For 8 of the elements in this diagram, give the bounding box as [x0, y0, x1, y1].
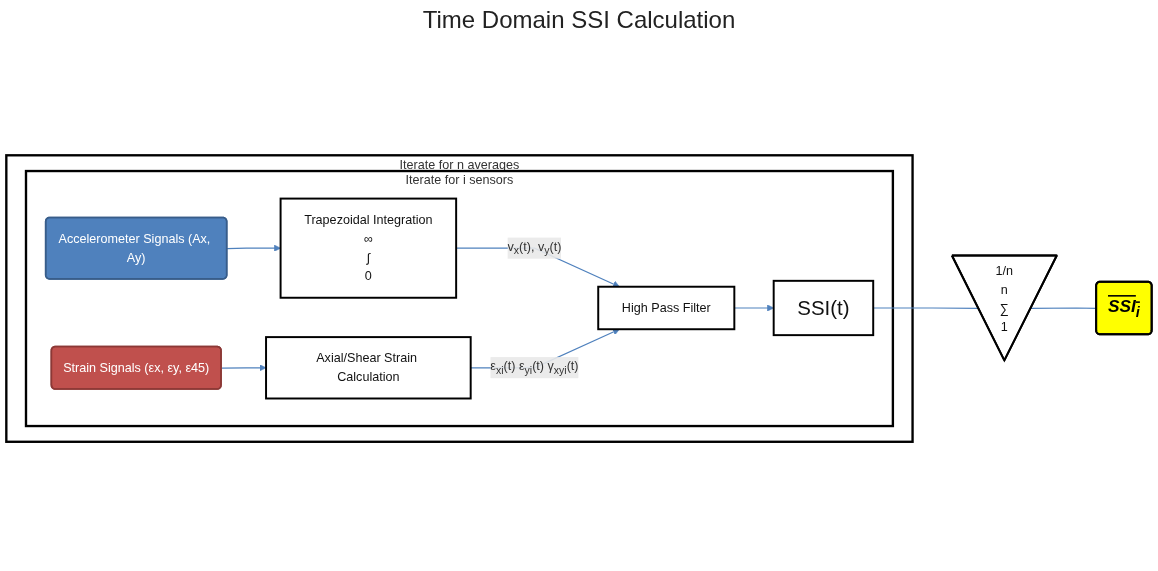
- node-box: High Pass Filter: [597, 285, 736, 331]
- diagram-title: Time Domain SSI Calculation: [421, 6, 737, 34]
- edge-label: ε$_{xi}$(t) ε$_{yi}$(t) γ$_{xyi}$(t): [490, 359, 579, 377]
- edge-label: v$_{x}$(t), v$_{y}$(t): [507, 239, 562, 257]
- node-box: Axial/Shear Strain Calculation: [265, 336, 472, 400]
- arrow: [226, 244, 281, 252]
- node-box: SSI(t): [772, 279, 875, 337]
- node-box: Trapezoidal Integration ∞ ∫ 0: [279, 197, 458, 299]
